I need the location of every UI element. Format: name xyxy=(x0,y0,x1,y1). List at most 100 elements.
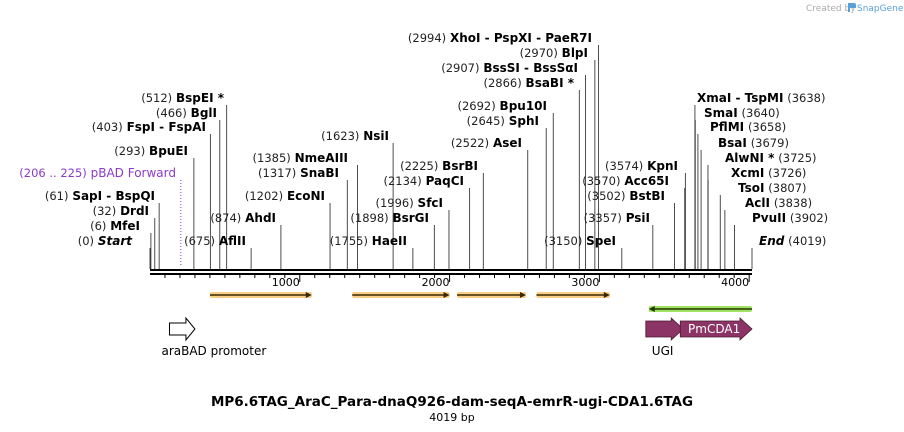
site-start[interactable]: (0) Start xyxy=(78,234,151,269)
site-name: BpuEI xyxy=(149,144,188,158)
site-sphi[interactable]: (2645) SphI xyxy=(467,114,547,269)
site-position: (3357) xyxy=(584,211,622,225)
site-bspei[interactable]: (512) BspEI * xyxy=(141,91,228,269)
site-mfei[interactable]: (6) MfeI xyxy=(90,219,152,269)
site-xcmi[interactable]: XcmI (3726) xyxy=(707,166,806,269)
site-name: BsaBI xyxy=(526,76,564,90)
site-nmeaiii[interactable]: (1385) NmeAIII xyxy=(253,151,358,269)
site-alt-name: BspQI xyxy=(115,189,155,203)
site-snabi[interactable]: (1317) SnaBI xyxy=(258,166,348,269)
snapgene-logo-icon xyxy=(848,3,856,12)
orange-feature-track xyxy=(209,292,610,298)
orange-segment-arrowhead xyxy=(603,292,610,298)
site-spei[interactable]: (3150) SpeI xyxy=(544,234,623,269)
site-pflmi[interactable]: PflMI (3658) xyxy=(697,120,786,269)
site-label: (403) FspI - FspAI xyxy=(92,120,206,134)
site-position: (466) xyxy=(156,106,187,120)
site-label: (2225) BsrBI xyxy=(400,159,478,173)
site-blpi[interactable]: (2970) BlpI xyxy=(520,46,596,269)
site-tsoi[interactable]: TsoI (3807) xyxy=(719,181,807,269)
site-name: TsoI xyxy=(738,181,764,195)
site-label: TsoI (3807) xyxy=(738,181,807,195)
site-asei[interactable]: (2522) AseI xyxy=(451,136,529,269)
site-sapi[interactable]: (61) SapI - BspQI xyxy=(45,189,160,269)
green-segment-arrowhead xyxy=(648,306,655,312)
feature-pmcda1[interactable]: PmCDA1 xyxy=(679,317,753,341)
site-aflii[interactable]: (675) AflII xyxy=(184,234,252,269)
site-label: (2970) BlpI xyxy=(520,46,588,60)
site-nsii[interactable]: (1623) NsiI xyxy=(321,129,394,269)
site-alt-name: TspMI xyxy=(745,91,784,105)
feature-arabad-promoter[interactable]: araBAD promoter xyxy=(161,316,266,358)
site-name: BssSI xyxy=(483,61,520,75)
site-name: BglI xyxy=(191,106,217,120)
site-position: (1755) xyxy=(330,234,368,248)
site-econi[interactable]: (1202) EcoNI xyxy=(245,189,331,269)
site-name: HaeII xyxy=(372,234,407,248)
site-name: Bpu10I xyxy=(500,99,547,113)
site-name: AlwNI xyxy=(725,151,764,165)
site-bsrgi[interactable]: (1898) BsrGI xyxy=(350,211,435,269)
site-end[interactable]: End (4019) xyxy=(751,234,826,269)
site-alt-name: PspXI xyxy=(494,31,532,45)
site-position: (1202) xyxy=(245,189,283,203)
site-name: BspEI xyxy=(176,91,214,105)
site-drdi[interactable]: (32) DrdI xyxy=(93,204,156,269)
site-pbad-forward[interactable]: (206 .. 225) pBAD Forward xyxy=(19,166,182,265)
site-label: (3502) BstBI xyxy=(587,189,665,203)
site-name: EcoNI xyxy=(287,189,325,203)
orange-segment-arrowhead xyxy=(443,292,450,298)
site-acli[interactable]: AclI (3838) xyxy=(724,196,812,269)
credit-text: Created by xyxy=(806,4,856,14)
site-name: XmaI xyxy=(697,91,731,105)
site-sfci[interactable]: (1996) SfcI xyxy=(375,196,450,269)
site-pvuii[interactable]: PvuII (3902) xyxy=(734,211,828,269)
feature-ugi[interactable]: UGI xyxy=(645,317,684,358)
site-bstbi[interactable]: (3502) BstBI xyxy=(587,189,675,269)
site-bsabi[interactable]: (2866) BsaBI * xyxy=(483,76,580,269)
axis-tick-label: 4000 xyxy=(721,276,749,289)
site-haeii[interactable]: (1755) HaeII xyxy=(330,234,414,269)
site-position: (512) xyxy=(141,91,172,105)
site-label: XmaI - TspMI (3638) xyxy=(697,91,825,105)
site-bgli[interactable]: (466) BglI xyxy=(156,106,221,269)
site-alt-name: FspAI xyxy=(168,120,206,134)
axis-tick-label: 3000 xyxy=(571,276,599,289)
site-fspi[interactable]: (403) FspI - FspAI xyxy=(92,120,211,269)
site-ahdi[interactable]: (874) AhdI xyxy=(210,211,282,269)
site-bpuei[interactable]: (293) BpuEI xyxy=(114,144,195,269)
site-label: (2866) BsaBI * xyxy=(483,76,574,90)
site-bsrbi[interactable]: (2225) BsrBI xyxy=(400,159,484,269)
site-kpni[interactable]: (3574) KpnI xyxy=(605,159,686,269)
site-position: (2522) xyxy=(451,136,489,150)
site-label: (0) Start xyxy=(78,234,134,248)
site-name: DrdI xyxy=(120,204,149,218)
site-position: (3570) xyxy=(582,174,620,188)
site-bsssi[interactable]: (2907) BssSI - BssSαI xyxy=(441,61,586,269)
cds-arrow xyxy=(645,317,684,341)
site-name: AclI xyxy=(745,196,770,210)
site-paqci[interactable]: (2134) PaqCI xyxy=(383,174,471,269)
site-acc65i[interactable]: (3570) Acc65I xyxy=(582,174,686,269)
site-bpu10i[interactable]: (2692) Bpu10I xyxy=(457,99,554,269)
orange-segment-arrowhead xyxy=(519,292,526,298)
site-name: SpeI xyxy=(586,234,616,248)
site-label: (2522) AseI xyxy=(451,136,522,150)
site-position: (2907) xyxy=(441,61,479,75)
site-psii[interactable]: (3357) PsiI xyxy=(584,211,654,269)
axis-tick-label: 1000 xyxy=(272,276,300,289)
site-name: BlpI xyxy=(562,46,588,60)
site-smai[interactable]: SmaI (3640) xyxy=(694,106,780,269)
site-position: (675) xyxy=(184,234,215,248)
site-name: Acc65I xyxy=(624,174,669,188)
site-label: XcmI (3726) xyxy=(731,166,806,180)
site-name: SnaBI xyxy=(300,166,339,180)
site-position: (2970) xyxy=(520,46,558,60)
site-dash: - xyxy=(481,31,494,45)
site-xhoi[interactable]: (2994) XhoI - PspXI - PaeR7I xyxy=(408,31,599,269)
site-bsai[interactable]: BsaI (3679) xyxy=(700,136,789,269)
site-position: (293) xyxy=(114,144,145,158)
site-position: (2692) xyxy=(457,99,495,113)
